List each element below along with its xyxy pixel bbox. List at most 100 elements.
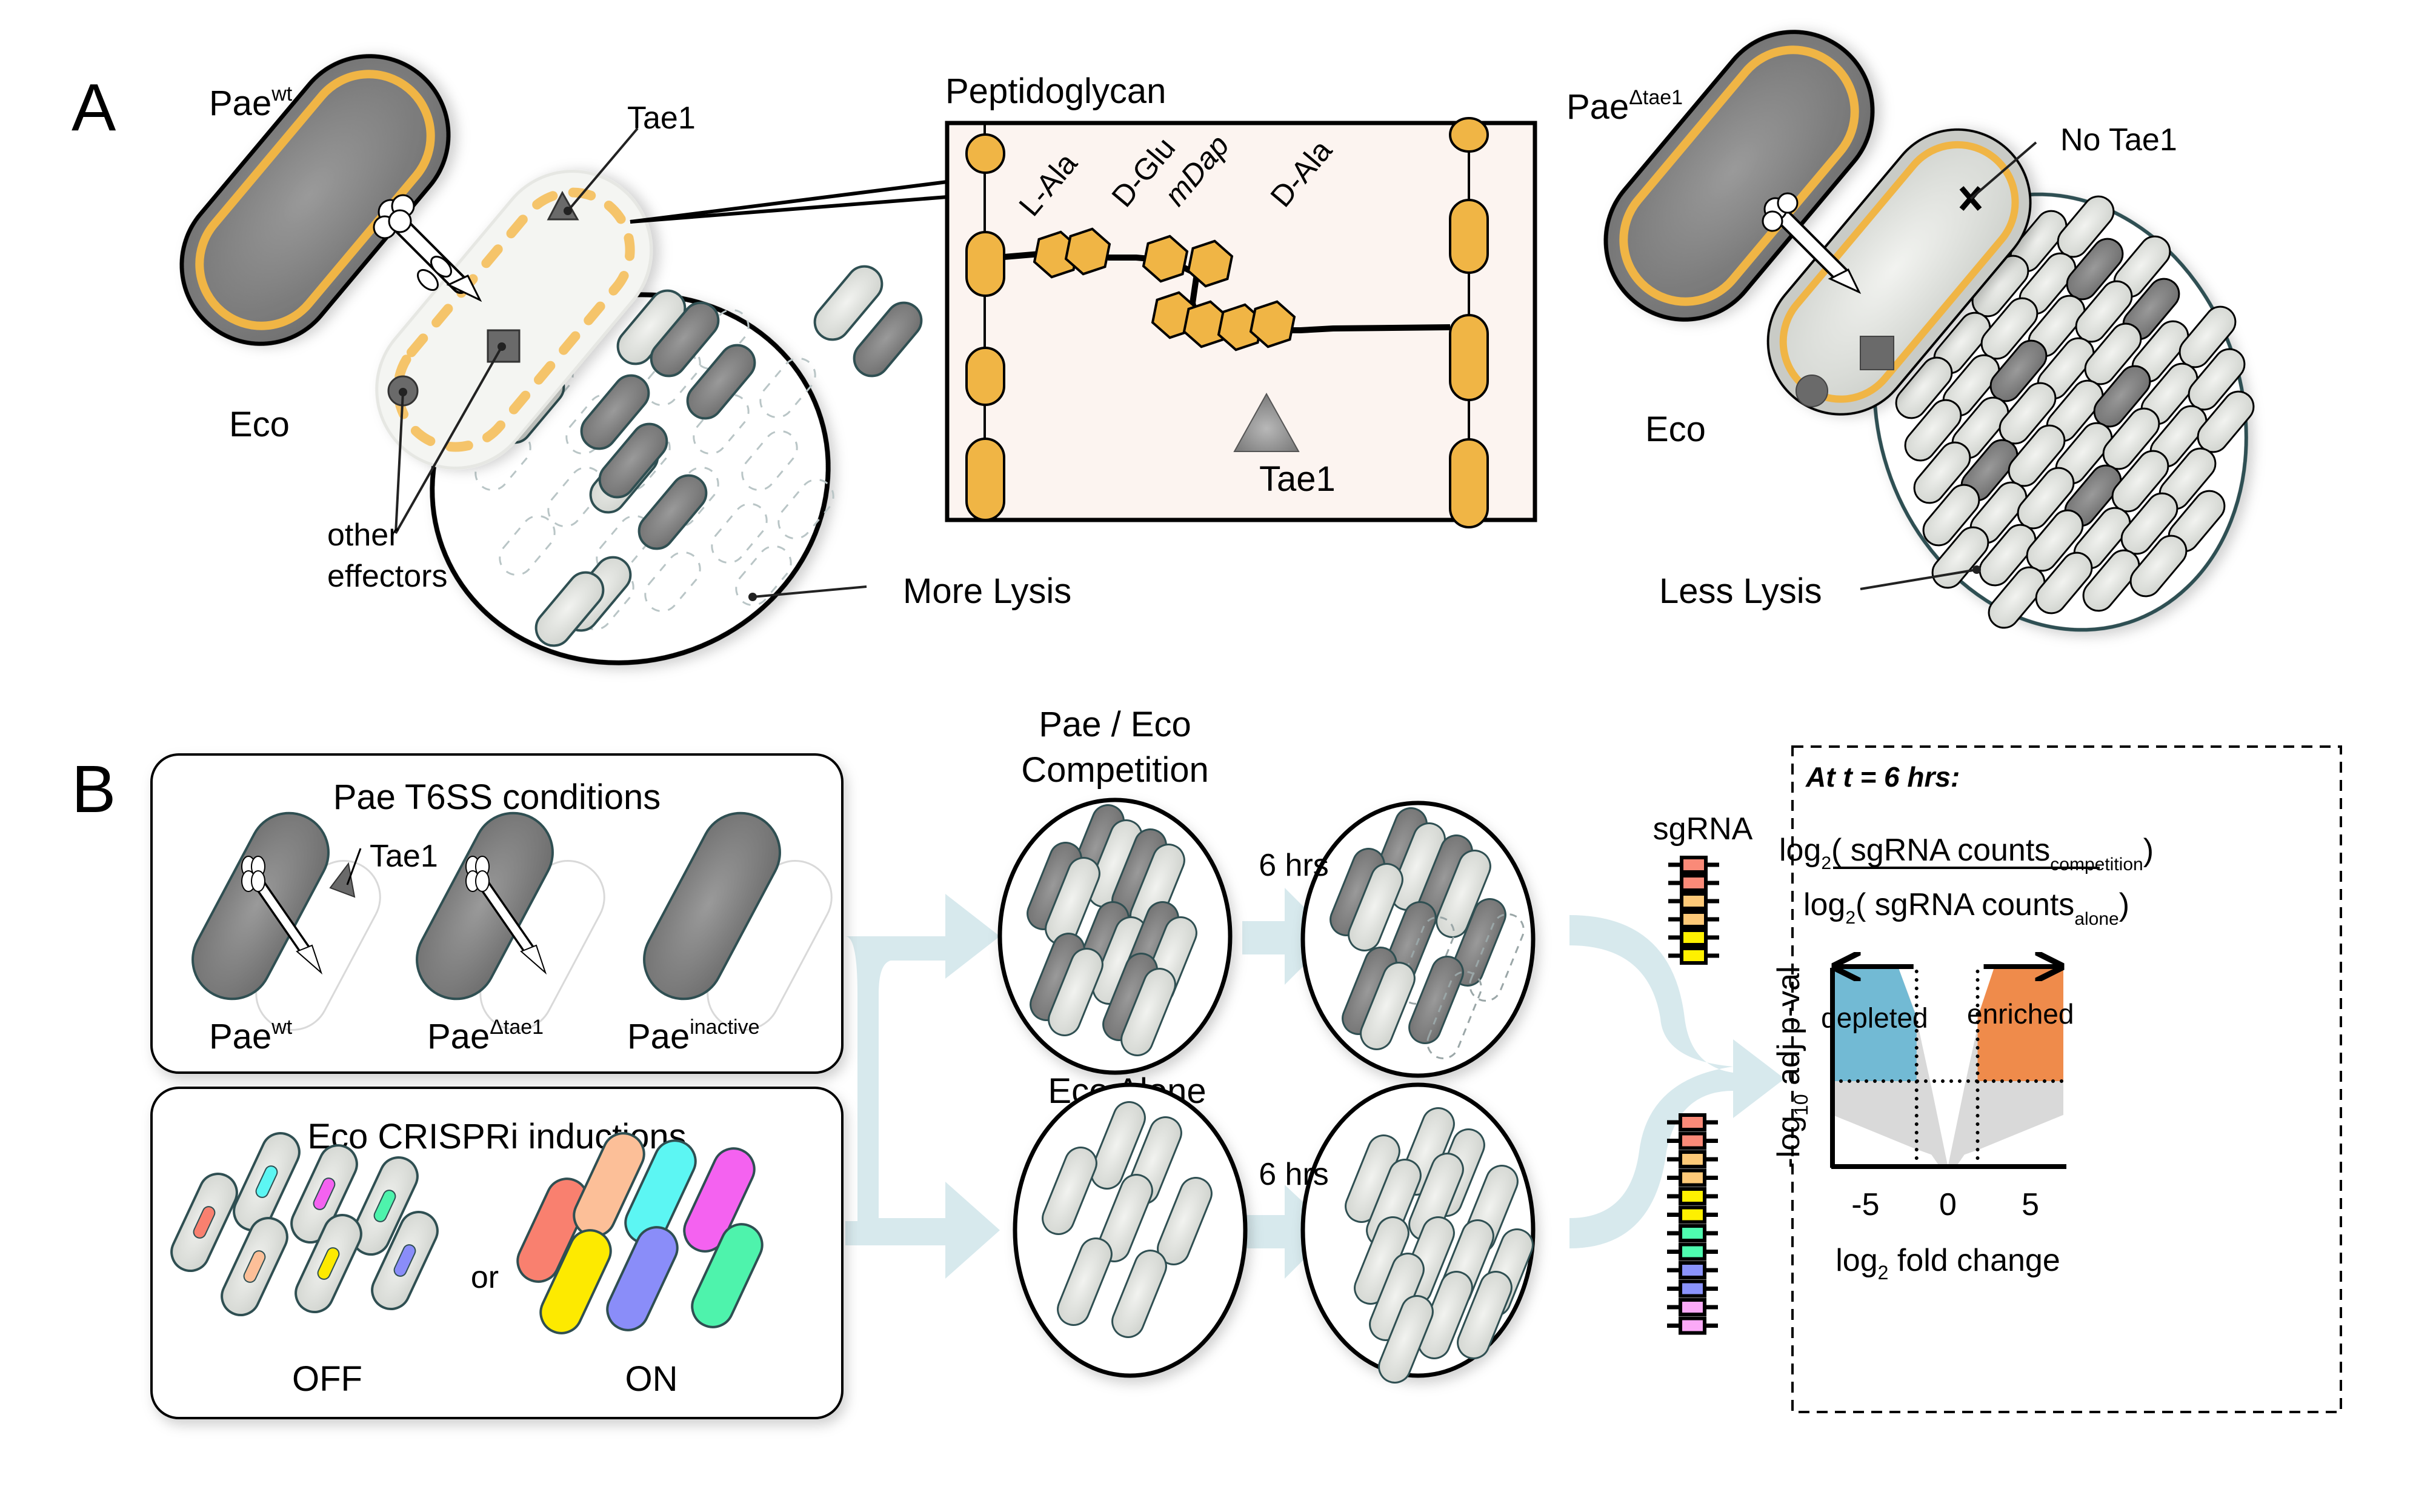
crispri-cell-on [691, 1223, 764, 1328]
eco-cell [1048, 948, 1103, 1036]
lysis-leader-line [1860, 568, 1977, 590]
pae-cell [1408, 956, 1464, 1044]
eco-cell [1348, 863, 1403, 951]
effector-circle-icon [1796, 375, 1828, 407]
tae1-label: Tae1 [627, 101, 696, 136]
t6ss-apparatus-icon [373, 194, 482, 302]
lysed-cell-ghost [735, 545, 792, 607]
glycan-sugar [965, 231, 1005, 297]
crispri-inductions-box: Eco CRISPRi inductions or OFF ON [150, 1087, 844, 1419]
strain-label-dtae1: PaeΔtae1 [427, 1016, 544, 1056]
surviving-cell [1988, 566, 2046, 629]
surviving-cell [2035, 551, 2093, 614]
sgrna-marker [1679, 1131, 1706, 1150]
analysis-box: At t = 6 hrs: log2( sgRNA countscompetit… [1771, 745, 2342, 1413]
sgrna-marker [1680, 910, 1708, 928]
no-tae1-leader-line [1969, 141, 2037, 200]
glycan-strands [965, 117, 1489, 528]
lysed-eco-ghost [1426, 971, 1482, 1059]
pae-wt-label: Paewt [209, 82, 293, 123]
on-label: ON [625, 1359, 678, 1399]
pae-cell [191, 811, 330, 1001]
lysed-cell-ghost [759, 357, 816, 419]
sgrna-marker [1679, 1168, 1706, 1187]
depleted-region [1832, 968, 1917, 1081]
surviving-cell [534, 571, 605, 647]
split-flow-arrow [845, 894, 1000, 1279]
lysed-cell-ghost [644, 551, 701, 613]
x-tick-label: 0 [1939, 1187, 1957, 1222]
crispri-cell-on [683, 1147, 756, 1253]
flow-arrows [845, 888, 1785, 1279]
lysed-cell-ghost [499, 515, 556, 576]
eco-cell [1042, 1147, 1097, 1235]
lysed-cell-ghost [614, 430, 671, 491]
strain-illustrations [191, 811, 833, 1031]
tae1-label: Tae1 [370, 839, 438, 874]
lysed-cell-ghost [547, 466, 604, 528]
sgrna-marker [1680, 892, 1708, 910]
sgrna-marker [1679, 1242, 1706, 1261]
surviving-cell [813, 265, 884, 341]
surviving-cell [2129, 535, 2188, 598]
tae1-enzyme-icon [1233, 392, 1300, 452]
sgrna-guide-marker [393, 1244, 416, 1277]
panel-b: B Pae T6SS conditions Tae1 Paewt PaeΔtae… [72, 705, 2342, 1419]
surviving-cell [1979, 524, 2037, 587]
sgrna-marker [1680, 874, 1708, 892]
lysed-cell-ghost [577, 569, 634, 631]
crispri-cell-illustrations [170, 1132, 764, 1334]
eco-cell [1111, 1250, 1167, 1338]
sgrna-competition-list [1668, 856, 1719, 965]
glycan-sugar [965, 133, 1005, 174]
competition-title-line2: Competition [1021, 750, 1208, 790]
surviving-cell [1922, 484, 1980, 547]
eco-cell [1436, 850, 1491, 938]
sgrna-marker [1680, 928, 1708, 947]
t6ss-spike-icon [296, 944, 323, 975]
eco-cell [1157, 1177, 1213, 1265]
competition-timestep-arrow [1242, 888, 1333, 985]
sgrna-guide-marker [243, 1250, 266, 1283]
analysis-heading: At t = 6 hrs: [1805, 761, 1960, 793]
sgrna-marker [1679, 1298, 1706, 1316]
pae-cell [1451, 898, 1506, 987]
lysis-leader-line [752, 585, 867, 598]
formula-numerator: log2( sgRNA countscompetition) [1779, 833, 2154, 874]
formula-denominator: log2( sgRNA countsalone) [1803, 887, 2129, 929]
glycan-sugar [1449, 438, 1489, 528]
effector-leader-line [394, 391, 404, 534]
crispri-cell-on [606, 1226, 679, 1331]
panel-a: A [72, 30, 2255, 665]
surviving-cell [2082, 549, 2140, 612]
tae1-effector-icon [329, 862, 356, 898]
surviving-cell [1913, 441, 1971, 504]
sgrna-marker [1680, 856, 1708, 874]
t6ss-baseplate [475, 870, 490, 892]
analysis-frame [1791, 745, 2342, 1413]
sgrna-marker [1679, 1187, 1706, 1205]
amino-acid-residue [1064, 227, 1111, 276]
off-label: OFF [292, 1359, 362, 1399]
eco-label: Eco [229, 405, 290, 444]
sgrna-guide-marker [255, 1165, 278, 1198]
glycan-sugar [965, 438, 1005, 521]
surviving-cell [598, 422, 668, 499]
amino-acid-residue [1187, 239, 1234, 288]
merge-flow-arrow [1569, 915, 1785, 1248]
effector-square-icon [1860, 336, 1894, 370]
pae-dtae1-label: PaeΔtae1 [1566, 86, 1683, 127]
pae-cell [643, 811, 781, 1001]
tae1-leader-line [346, 848, 362, 885]
pae-wt-cell [179, 54, 451, 346]
or-label: or [471, 1260, 499, 1295]
crispri-cell-on [539, 1229, 612, 1334]
t6ss-spike-icon [520, 944, 547, 975]
surviving-cell [650, 301, 720, 378]
other-effectors-label-line1: other [327, 518, 399, 553]
pae-cell [416, 811, 554, 1001]
x-axis-label: log2 fold change [1836, 1243, 2060, 1284]
surviving-cell [1895, 356, 1953, 419]
